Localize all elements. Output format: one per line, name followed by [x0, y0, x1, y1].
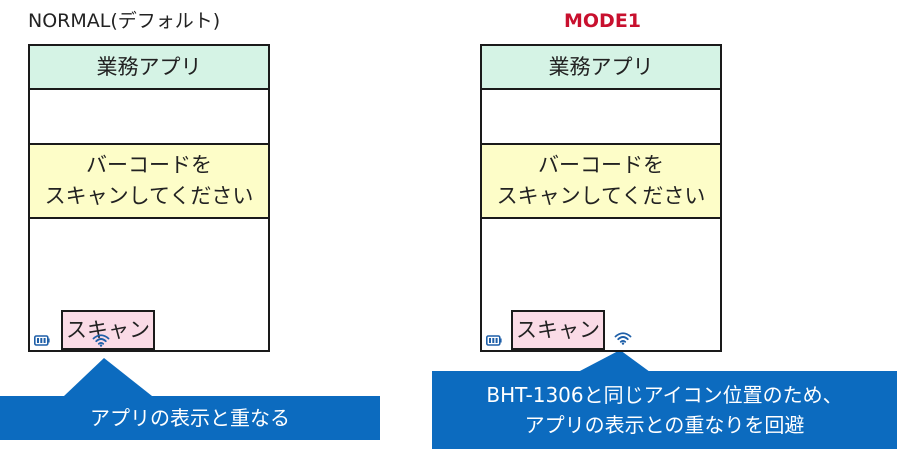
scan-message: バーコードを スキャンしてください	[482, 143, 720, 219]
panel-label-normal: NORMAL(デフォルト)	[28, 10, 221, 32]
app-title-bar: 業務アプリ	[482, 46, 720, 90]
callout-line1: BHT-1306と同じアイコン位置のため、	[486, 383, 843, 407]
app-title-bar: 業務アプリ	[30, 46, 268, 90]
battery-icon	[486, 335, 502, 346]
callout-right-pointer	[578, 350, 650, 372]
scan-message-line2: スキャンしてください	[44, 184, 254, 208]
scan-message-line1: バーコードを	[538, 153, 664, 177]
scan-button[interactable]: スキャン	[61, 310, 155, 350]
scan-message-line2: スキャンしてください	[496, 184, 706, 208]
wifi-icon	[92, 334, 110, 347]
device-screen-mode1: 業務アプリ バーコードを スキャンしてください スキャン	[480, 44, 722, 352]
panel-label-mode1: MODE1	[563, 10, 642, 32]
callout-line2: アプリの表示との重なりを回避	[524, 413, 805, 437]
scan-message: バーコードを スキャンしてください	[30, 143, 268, 219]
callout-text-normal: アプリの表示と重なる	[90, 406, 290, 430]
scan-button[interactable]: スキャン	[511, 310, 605, 350]
callout-text-mode1: BHT-1306と同じアイコン位置のため、 アプリの表示との重なりを回避	[432, 371, 897, 449]
device-screen-normal: 業務アプリ バーコードを スキャンしてください スキャン	[28, 44, 270, 352]
battery-icon	[34, 335, 50, 346]
scan-message-line1: バーコードを	[86, 153, 212, 177]
wifi-icon	[614, 332, 632, 345]
callout-left-box	[0, 396, 380, 440]
callout-left-pointer	[64, 358, 152, 396]
callout-right-box	[432, 371, 897, 449]
